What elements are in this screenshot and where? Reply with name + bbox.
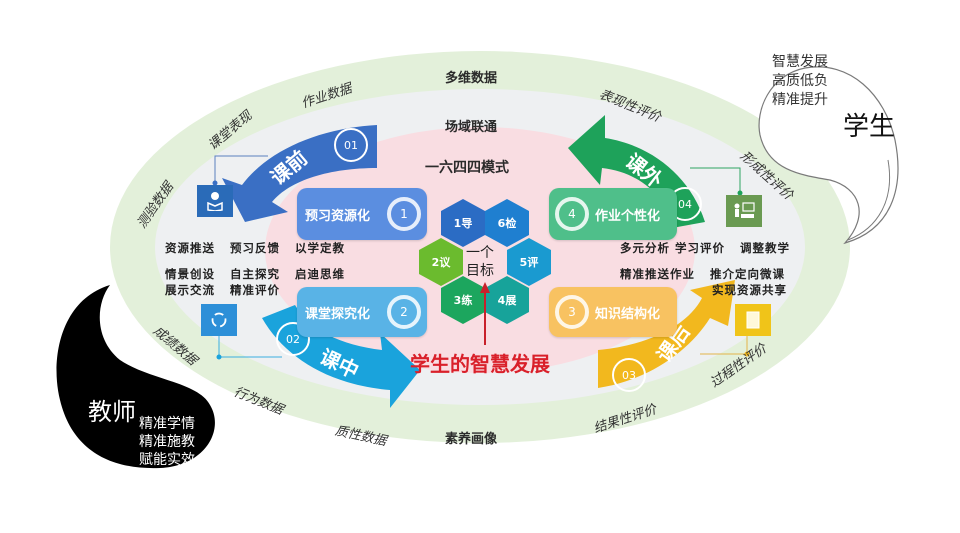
pill-knowledge-structure-num: 3 — [555, 295, 589, 329]
pill-personalized-homework: 4 作业个性化 — [549, 188, 677, 240]
outer-ring-label: 多维数据 — [445, 71, 498, 86]
hexagon-1-label: 1导 — [454, 217, 473, 230]
right-bullets-row3: 实现资源共享 — [712, 283, 787, 297]
phase-num-02: 02 — [276, 322, 310, 356]
bottom-ring-label: 素养画像 — [445, 432, 498, 447]
hexagon-6 — [485, 199, 529, 247]
center-goal: 一个 目标 — [466, 245, 494, 279]
left-bullets-row2: 情景创设 自主探究 启迪思维 — [165, 267, 346, 281]
middle-ring-label: 场域联通 — [445, 120, 498, 135]
hexagon-5-label: 5评 — [520, 256, 539, 269]
cycle-icon — [201, 304, 237, 336]
pill-personalized-homework-num: 4 — [555, 197, 589, 231]
pill-knowledge-structure: 3 知识结构化 — [549, 287, 677, 337]
hexagon-3 — [441, 276, 485, 324]
reading-person-icon — [197, 185, 233, 217]
teacher-bubble — [56, 285, 215, 469]
pill-class-inquiry: 课堂探究化 2 — [297, 287, 427, 337]
phase-num-03: 03 — [612, 358, 646, 392]
hexagon-3-label: 3练 — [454, 293, 473, 307]
pill-preview-resources: 预习资源化 1 — [297, 188, 427, 240]
teacher-bubble-title: 教师 — [88, 398, 136, 426]
hexagon-4 — [485, 276, 529, 324]
pill-preview-resources-label: 预习资源化 — [305, 208, 371, 224]
document-icon — [735, 304, 771, 336]
student-bubble — [758, 66, 899, 245]
hexagon-cluster: 1导 6检 5评 4展 3练 2议 — [419, 199, 551, 324]
hexagon-5 — [507, 238, 551, 286]
hexagon-1 — [441, 199, 485, 247]
pill-preview-resources-num: 1 — [387, 197, 421, 231]
pill-knowledge-structure-label: 知识结构化 — [595, 306, 661, 322]
hexagon-6-label: 6检 — [498, 216, 517, 230]
left-bullets-row3: 展示交流 精准评价 — [165, 283, 281, 297]
teacher-presentation-icon — [726, 195, 762, 227]
hexagon-4-label: 4展 — [498, 294, 518, 307]
left-bullets-row1: 资源推送 预习反馈 以学定教 — [165, 241, 346, 255]
hexagon-2 — [419, 238, 463, 286]
pill-class-inquiry-num: 2 — [387, 295, 421, 329]
goal-text: 学生的智慧发展 — [410, 352, 550, 376]
phase-num-01: 01 — [334, 128, 368, 162]
inner-ring-label: 一六四四模式 — [425, 160, 509, 176]
goal-arrowhead — [480, 282, 490, 293]
student-bubble-lines: 智慧发展 高质低负 精准提升 — [772, 54, 828, 108]
teacher-bubble-lines: 精准学情 精准施教 赋能实效 — [139, 416, 195, 468]
right-bullets-row1: 多元分析 学习评价 调整教学 — [620, 241, 791, 255]
hexagon-2-label: 2议 — [432, 255, 452, 269]
pill-class-inquiry-label: 课堂探究化 — [305, 306, 371, 322]
student-bubble-title: 学生 — [843, 112, 896, 142]
pill-personalized-homework-label: 作业个性化 — [595, 208, 661, 224]
right-bullets-row2: 精准推送作业 推介定向微课 — [620, 267, 786, 281]
